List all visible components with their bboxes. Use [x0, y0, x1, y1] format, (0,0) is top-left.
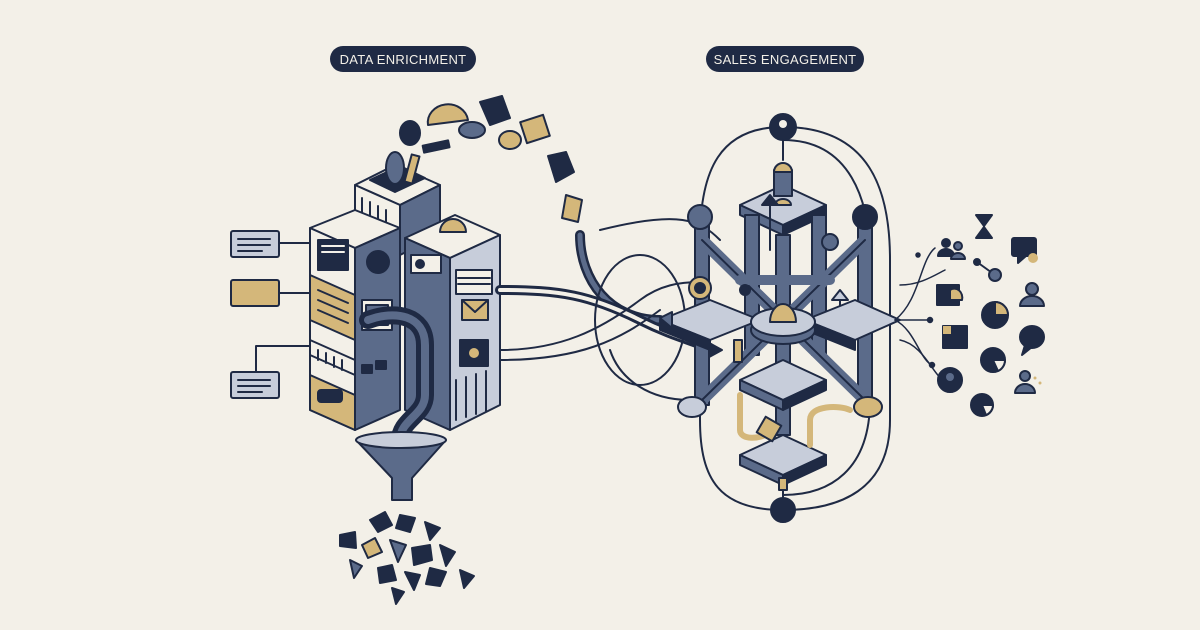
person-icon: [937, 238, 966, 260]
person-icon: [1019, 282, 1045, 307]
chat-bubble-icon: [1019, 325, 1045, 356]
document-card-icon: [230, 279, 313, 307]
person-icon: [937, 367, 963, 393]
funnel-icon: [355, 431, 447, 501]
chat-bubble-icon: [1011, 237, 1038, 264]
server-tower-icon: [309, 151, 501, 449]
sales-engagement-label: SALES ENGAGEMENT: [706, 46, 864, 72]
person-icon: [936, 284, 964, 306]
data-enrichment-label: DATA ENRICHMENT: [330, 46, 476, 72]
pie-chart-icon: [970, 393, 994, 417]
document-card-icon: [230, 345, 313, 399]
network-node-icon: [973, 258, 1002, 282]
document-card-icon: [230, 230, 313, 258]
person-icon: [975, 214, 993, 239]
document-card-icon: [942, 325, 968, 349]
person-icon: [1014, 370, 1042, 394]
network-node-icon: [659, 113, 901, 523]
pie-chart-icon: [980, 347, 1007, 373]
pie-chart-icon: [981, 301, 1009, 329]
